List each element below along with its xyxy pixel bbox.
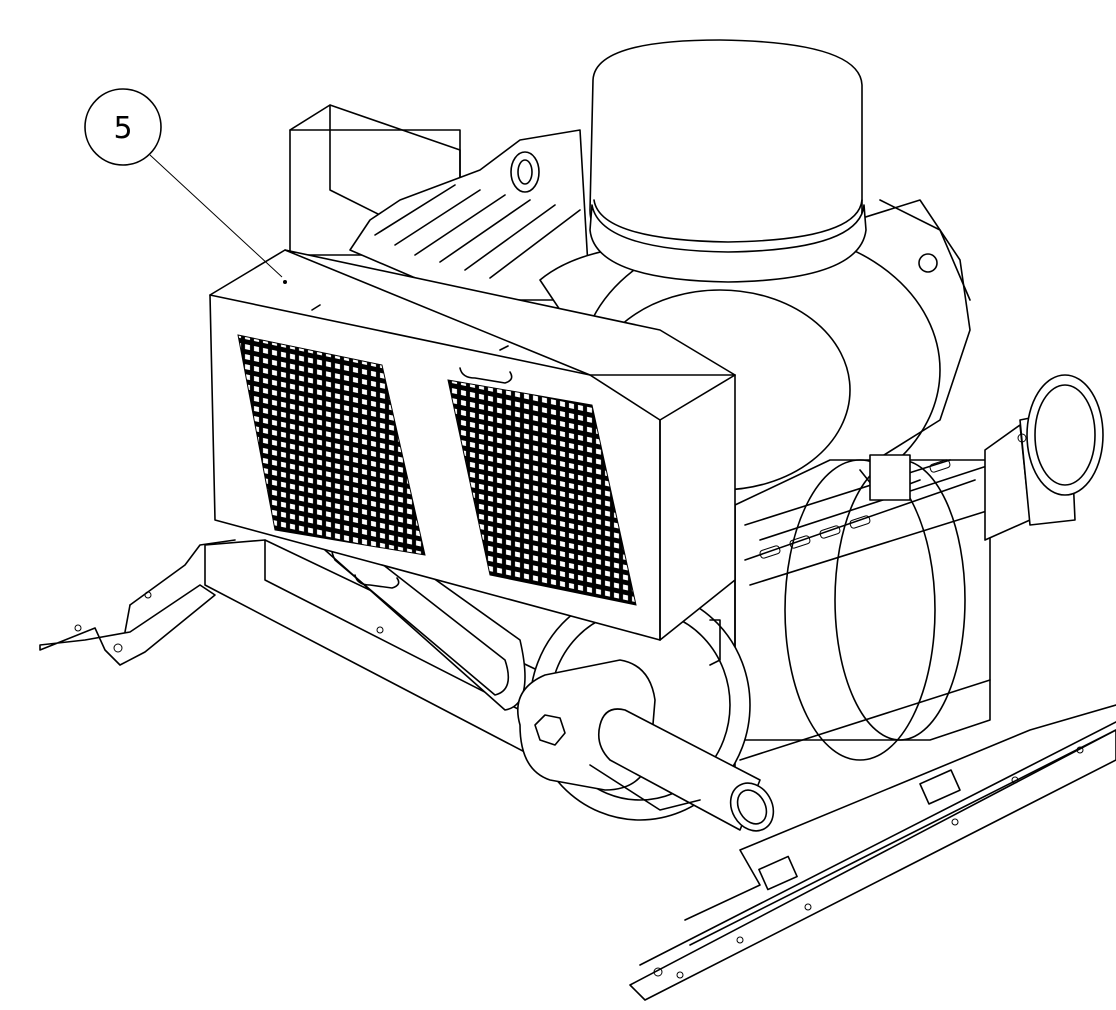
callout-label: 5 bbox=[113, 111, 132, 146]
inlet-pipe bbox=[516, 659, 775, 832]
belt-guard bbox=[209, 249, 736, 666]
motor bbox=[289, 104, 591, 301]
callout-balloon bbox=[84, 88, 162, 166]
filter-silencer bbox=[589, 39, 867, 283]
base-rail-right bbox=[629, 704, 1116, 1001]
blower-lower-section bbox=[734, 454, 991, 771]
outlet-pipe bbox=[984, 374, 1104, 541]
leader-line bbox=[149, 154, 283, 278]
base-rail-left bbox=[39, 539, 236, 666]
callout-5: 5 bbox=[84, 88, 283, 278]
